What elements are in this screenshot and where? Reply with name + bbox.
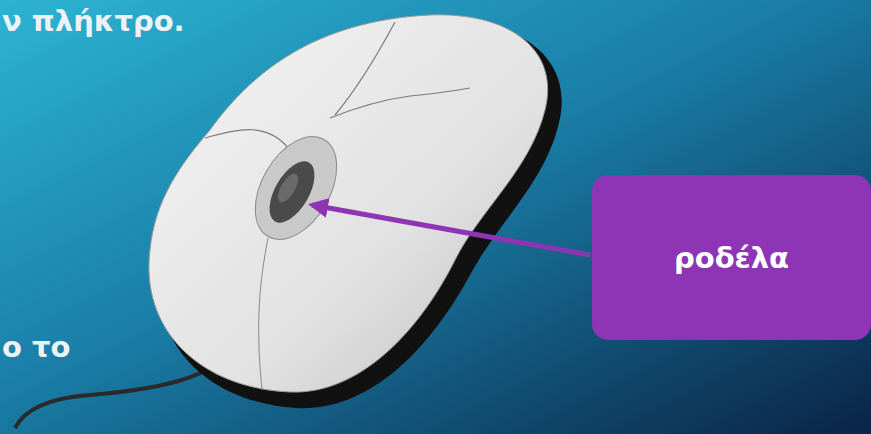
slide-text: ν πλήκτρο.	[2, 4, 185, 39]
button-seam	[259, 238, 268, 390]
slide-text: ο το	[2, 330, 70, 365]
button-seam	[205, 130, 290, 150]
wheel-highlight	[274, 171, 302, 206]
mouse-body	[149, 15, 548, 392]
scroll-wheel	[260, 154, 323, 230]
button-seam	[335, 22, 395, 115]
button-seam	[330, 88, 470, 118]
wheel-well	[239, 123, 354, 254]
callout-box: ροδέλα	[592, 175, 871, 340]
leader-arrow	[312, 205, 590, 255]
callout-text: ροδέλα	[674, 241, 789, 275]
